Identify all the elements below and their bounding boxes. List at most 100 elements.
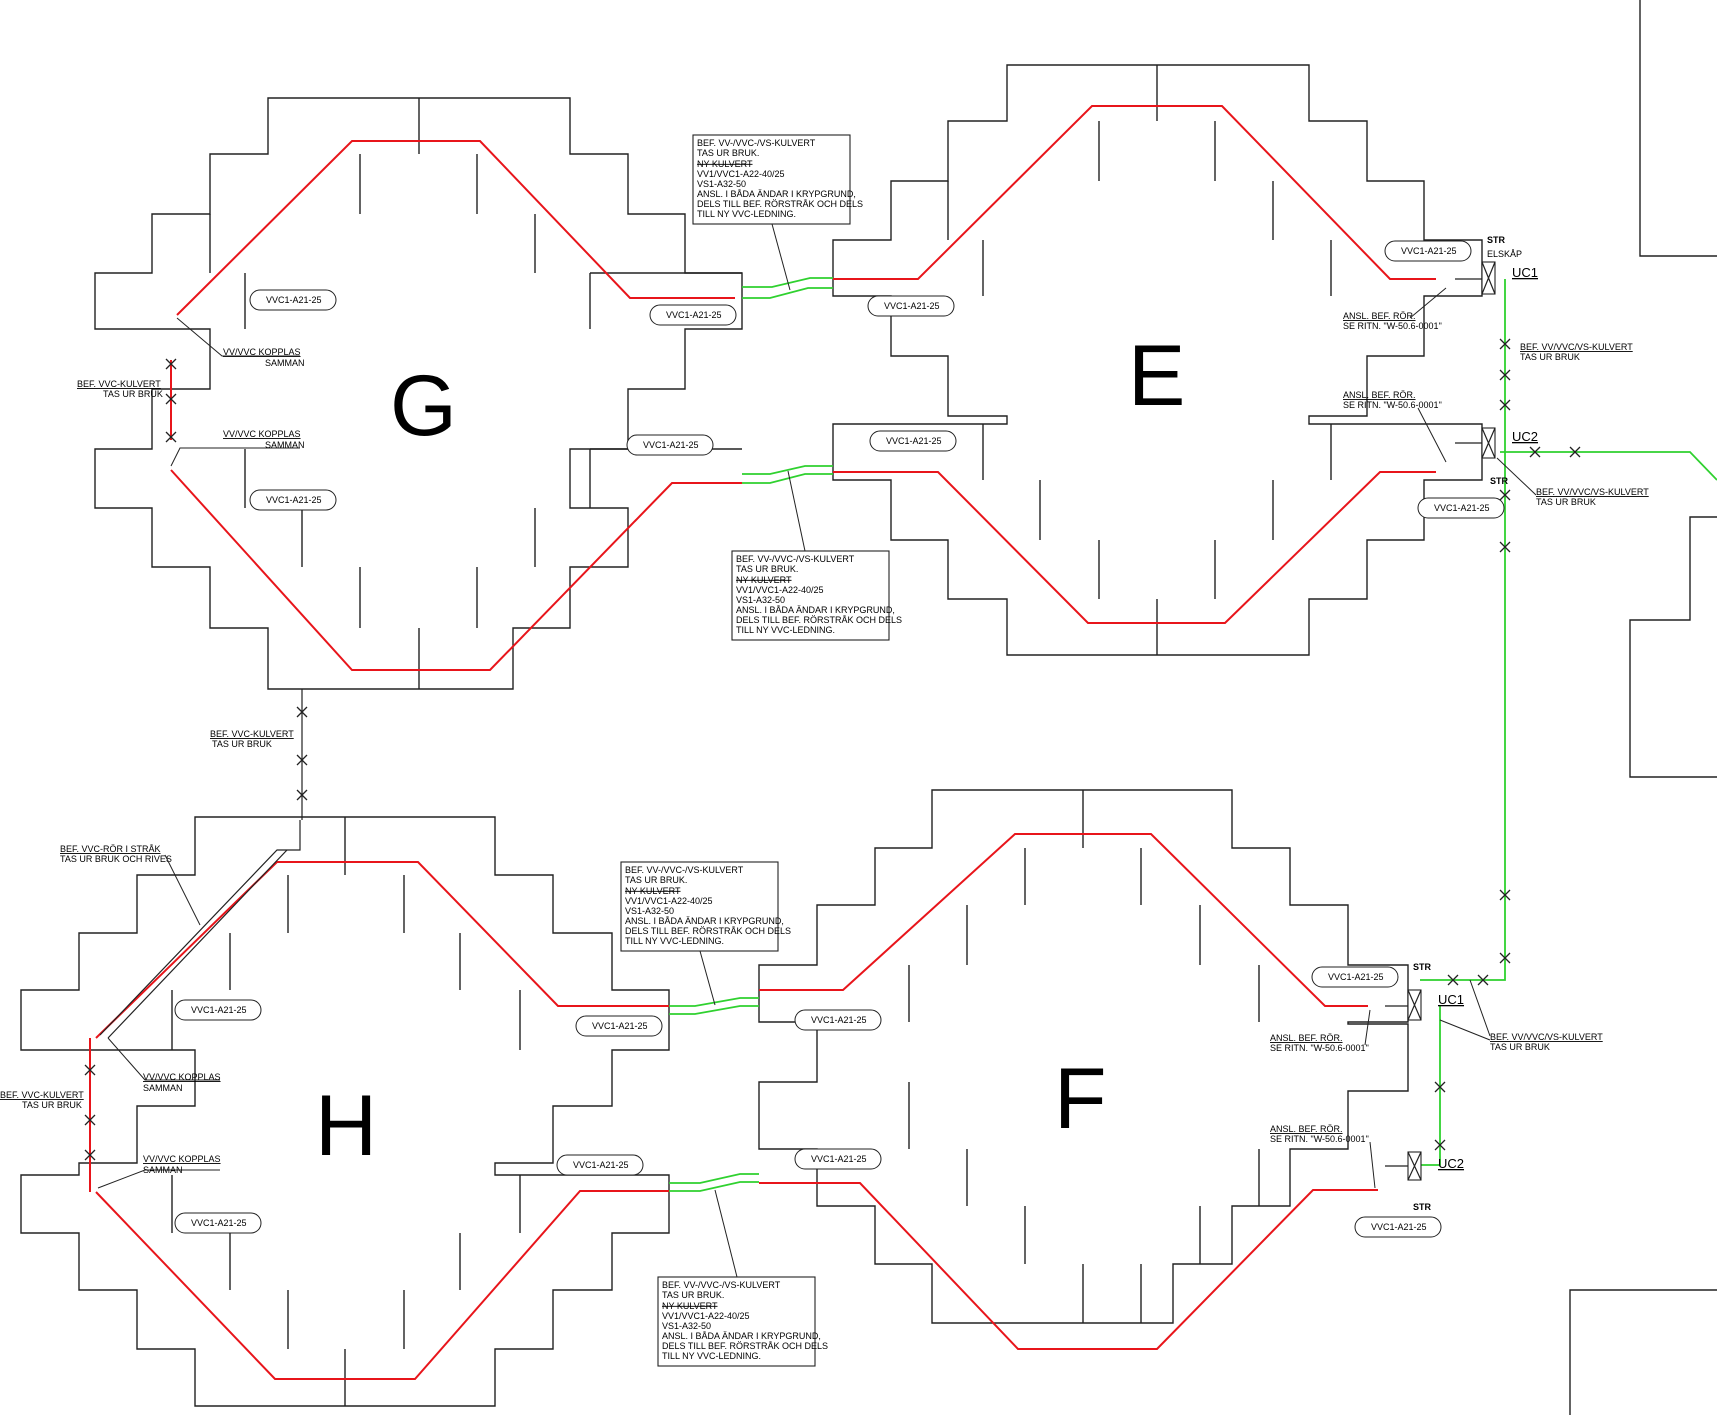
note-ansl-f1-l1: ANSL. BEF. RÖR. — [1270, 1033, 1343, 1043]
note-ansl-e1-l2: SE RITN. "W-50.6-0001" — [1343, 321, 1442, 331]
kb4-l8: TILL NY VVC-LEDNING. — [662, 1351, 761, 1361]
note-ansl-f2-l1: ANSL. BEF. RÖR. — [1270, 1124, 1343, 1134]
str-label-f1: STR — [1413, 962, 1432, 972]
note-ansl-f1-l2: SE RITN. "W-50.6-0001" — [1270, 1043, 1369, 1053]
unit-e-uc1: UC1 STR ELSKÅP — [1455, 235, 1538, 295]
note-kulvert-e1-l1: BEF. VV/VVC/VS-KULVERT — [1520, 342, 1633, 352]
note-kulvert-e2-l1: BEF. VV/VVC/VS-KULVERT — [1536, 487, 1649, 497]
kb1-l2: TAS UR BRUK. — [697, 148, 759, 158]
svg-text:VVC1-A21-25: VVC1-A21-25 — [191, 1218, 247, 1228]
kb4-l1: BEF. VV-/VVC-/VS-KULVERT — [662, 1280, 781, 1290]
note-ansl-e2-l1: ANSL. BEF. RÖR. — [1343, 390, 1416, 400]
kb3-l7: DELS TILL BEF. RÖRSTRÅK OCH DELS — [625, 926, 791, 936]
str-label-f2: STR — [1413, 1202, 1432, 1212]
note-vvc-kulvert-h-l1: BEF. VVC-KULVERT — [0, 1090, 84, 1100]
note-kopplas-h2-l2: SAMMAN — [143, 1165, 183, 1175]
svg-text:VVC1-A21-25: VVC1-A21-25 — [266, 295, 322, 305]
building-g-outline — [94, 97, 743, 690]
kb4-l7: DELS TILL BEF. RÖRSTRÅK OCH DELS — [662, 1341, 828, 1351]
uc1-label-f: UC1 — [1438, 992, 1464, 1007]
kb3-l2: TAS UR BRUK. — [625, 875, 687, 885]
note-vvc-strak-l1: BEF. VVC-RÖR I STRÅK — [60, 844, 161, 854]
note-kopplas-h2-l1: VV/VVC KOPPLAS — [143, 1154, 221, 1164]
kb2-l2: TAS UR BRUK. — [736, 564, 798, 574]
unit-f-uc2: UC2 STR — [1385, 1151, 1464, 1212]
kb3-l5: VS1-A32-50 — [625, 906, 674, 916]
cloud-tag-h2: VVC1-A21-25 — [575, 1015, 663, 1037]
note-kopplas-g1-l2: SAMMAN — [265, 358, 305, 368]
svg-text:VVC1-A21-25: VVC1-A21-25 — [1371, 1222, 1427, 1232]
kb3-l3: NY KULVERT — [625, 886, 681, 896]
svg-text:VVC1-A21-25: VVC1-A21-25 — [191, 1005, 247, 1015]
note-vvc-kulvert-h-l2: TAS UR BRUK — [22, 1100, 82, 1110]
kb2-l7: DELS TILL BEF. RÖRSTRÅK OCH DELS — [736, 615, 902, 625]
kb1-l6: ANSL. I BÅDA ÄNDAR I KRYPGRUND, — [697, 189, 856, 199]
kb1-l1: BEF. VV-/VVC-/VS-KULVERT — [697, 138, 816, 148]
svg-text:VVC1-A21-25: VVC1-A21-25 — [1328, 972, 1384, 982]
cloud-tag-h1: VVC1-A21-25 — [174, 999, 262, 1021]
cloud-tag-e3: VVC1-A21-25 — [869, 430, 957, 452]
str-label-e2: STR — [1490, 476, 1509, 486]
notes-building-h: BEF. VVC-RÖR I STRÅK TAS UR BRUK OCH RIV… — [0, 844, 221, 1189]
cloud-tag-f1: VVC1-A21-25 — [794, 1009, 882, 1031]
kulvert-box-hf-bottom: BEF. VV-/VVC-/VS-KULVERT TAS UR BRUK. NY… — [657, 1189, 828, 1367]
note-kopplas-h1-l1: VV/VVC KOPPLAS — [143, 1072, 221, 1082]
cloud-tag-h4: VVC1-A21-25 — [556, 1154, 644, 1176]
note-vvc-kulvert-g-l1: BEF. VVC-KULVERT — [77, 379, 161, 389]
svg-text:VVC1-A21-25: VVC1-A21-25 — [1434, 503, 1490, 513]
kb2-l1: BEF. VV-/VVC-/VS-KULVERT — [736, 554, 855, 564]
kb4-l2: TAS UR BRUK. — [662, 1290, 724, 1300]
kulvert-box-ge-top: BEF. VV-/VVC-/VS-KULVERT TAS UR BRUK. NY… — [692, 134, 863, 291]
cloud-tag-e1: VVC1-A21-25 — [867, 295, 955, 317]
svg-text:VVC1-A21-25: VVC1-A21-25 — [573, 1160, 629, 1170]
cloud-tag-f3: VVC1-A21-25 — [794, 1148, 882, 1170]
unit-e-uc2: UC2 STR — [1455, 427, 1538, 486]
svg-text:VVC1-A21-25: VVC1-A21-25 — [811, 1015, 867, 1025]
note-ansl-e1-l1: ANSL. BEF. RÖR. — [1343, 311, 1416, 321]
black-connectors — [99, 689, 303, 1039]
kb2-l8: TILL NY VVC-LEDNING. — [736, 625, 835, 635]
cloud-tag-h3: VVC1-A21-25 — [174, 1212, 262, 1234]
note-vvc-strak-l2: TAS UR BRUK OCH RIVES — [60, 854, 172, 864]
kb1-l4: VV1/VVC1-A22-40/25 — [697, 169, 785, 179]
cloud-tag-g4: VVC1-A21-25 — [626, 434, 714, 456]
kb4-l5: VS1-A32-50 — [662, 1321, 711, 1331]
kb4-l4: VV1/VVC1-A22-40/25 — [662, 1311, 750, 1321]
cloud-tag-e2: VVC1-A21-25 — [1384, 240, 1472, 262]
kulvert-box-ge-bottom: BEF. VV-/VVC-/VS-KULVERT TAS UR BRUK. NY… — [731, 470, 902, 641]
cloud-tag-e4: VVC1-A21-25 — [1417, 497, 1505, 519]
note-ansl-f2-l2: SE RITN. "W-50.6-0001" — [1270, 1134, 1369, 1144]
note-ansl-e2-l2: SE RITN. "W-50.6-0001" — [1343, 400, 1442, 410]
red-pipes — [89, 105, 1436, 1380]
building-label-e: E — [1128, 328, 1185, 424]
cut-marks — [84, 338, 1581, 1161]
kb1-l7: DELS TILL BEF. RÖRSTRÅK OCH DELS — [697, 199, 863, 209]
kb2-l4: VV1/VVC1-A22-40/25 — [736, 585, 824, 595]
kb3-l6: ANSL. I BÅDA ÄNDAR I KRYPGRUND, — [625, 916, 784, 926]
svg-text:VVC1-A21-25: VVC1-A21-25 — [811, 1154, 867, 1164]
pipe-tag-clouds: VVC1-A21-25 VVC1-A21-25 VVC1-A21-25 VVC1… — [174, 240, 1505, 1238]
uc2-label-f: UC2 — [1438, 1156, 1464, 1171]
unit-f-uc1: UC1 STR — [1385, 962, 1464, 1021]
kb1-l3: NY KULVERT — [697, 159, 753, 169]
svg-text:VVC1-A21-25: VVC1-A21-25 — [884, 301, 940, 311]
kb2-l3: NY KULVERT — [736, 575, 792, 585]
svg-text:VVC1-A21-25: VVC1-A21-25 — [592, 1021, 648, 1031]
kb1-l5: VS1-A32-50 — [697, 179, 746, 189]
kb3-l1: BEF. VV-/VVC-/VS-KULVERT — [625, 865, 744, 875]
note-kopplas-g1-l1: VV/VVC KOPPLAS — [223, 347, 301, 357]
note-kulvert-f-l1: BEF. VV/VVC/VS-KULVERT — [1490, 1032, 1603, 1042]
building-label-g: G — [390, 358, 457, 454]
cloud-tag-g1: VVC1-A21-25 — [249, 289, 337, 311]
note-vvc-kulvert-gh-l1: BEF. VVC-KULVERT — [210, 729, 294, 739]
svg-text:VVC1-A21-25: VVC1-A21-25 — [266, 495, 322, 505]
cloud-tag-f2: VVC1-A21-25 — [1311, 966, 1399, 988]
svg-text:VVC1-A21-25: VVC1-A21-25 — [666, 310, 722, 320]
note-kopplas-g2-l2: SAMMAN — [265, 440, 305, 450]
str-label-e1: STR — [1487, 235, 1506, 245]
kb4-l3: NY KULVERT — [662, 1301, 718, 1311]
note-vvc-kulvert-gh-l2: TAS UR BRUK — [212, 739, 272, 749]
notes-building-g: VV/VVC KOPPLAS SAMMAN VV/VVC KOPPLAS SAM… — [77, 317, 305, 749]
kb2-l6: ANSL. I BÅDA ÄNDAR I KRYPGRUND, — [736, 605, 895, 615]
